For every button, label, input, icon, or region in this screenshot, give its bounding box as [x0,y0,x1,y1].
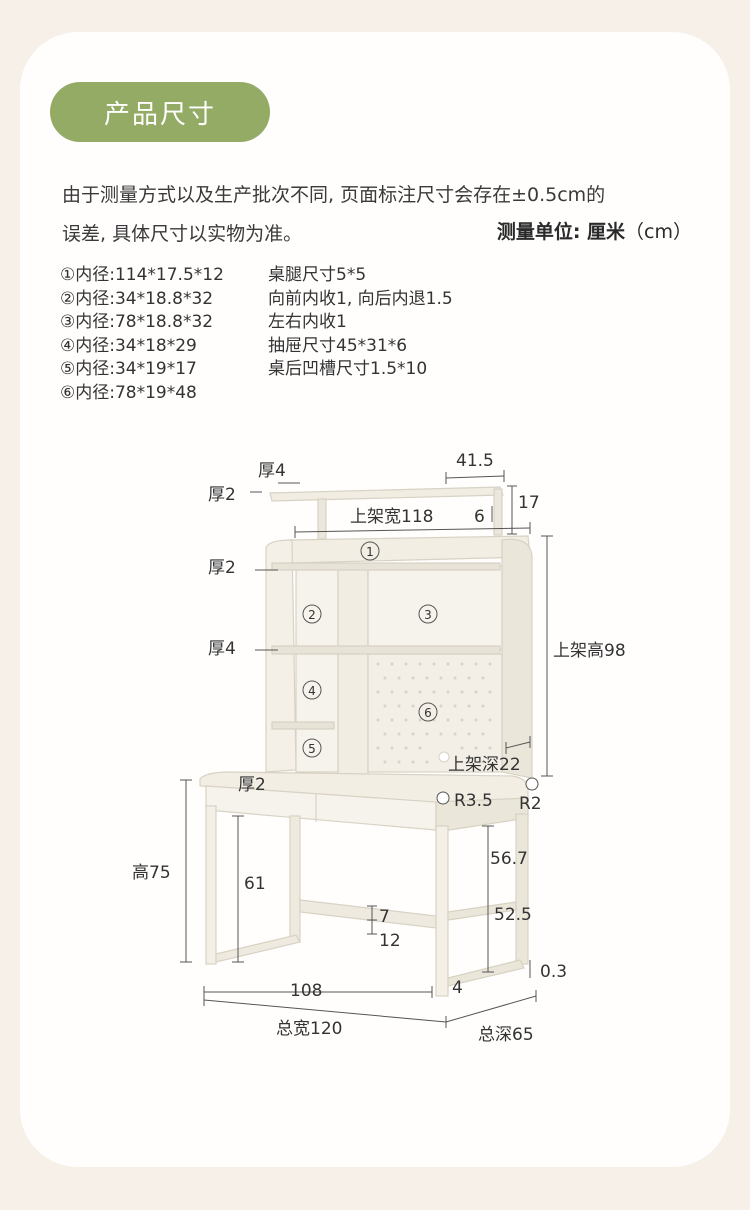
dim-label: 17 [518,493,540,513]
pegboard-holes [376,662,492,764]
spec-item: 左右内收1 [268,312,347,332]
compartment-number: 6 [424,706,432,720]
inner-size-list: ①内径:114*17.5*12 ②内径:34*18.8*32 ③内径:78*18… [60,264,224,405]
spec-item: ④内径:34*18*29 [60,335,197,356]
measurement-unit: 测量单位: 厘米（cm） [497,217,692,244]
dim-label: 108 [290,981,322,1001]
compartment-number: 4 [308,684,316,698]
dim-label: 高75 [132,863,171,883]
dim-label: 厚2 [238,775,266,795]
dim-label: R3.5 [454,791,493,811]
compartment-number: 2 [308,608,316,622]
dim-label: 厚2 [208,485,236,505]
dim-label: 厚4 [208,639,236,659]
spec-item: ⑥内径:78*19*48 [60,382,197,403]
dimension-lines [180,470,553,1028]
dim-label: 厚4 [258,461,286,481]
radius-marker [525,777,539,791]
dim-label: 上架深22 [448,755,521,775]
compartment-number: 3 [424,608,432,622]
desk-illustration [199,486,533,997]
spec-item: 桌腿尺寸5*5 [268,265,367,285]
spec-item: ⑤内径:34*19*17 [60,359,197,379]
dim-label: R2 [519,794,542,814]
spec-item: 抽屉尺寸45*31*6 [268,335,408,356]
spec-item: 桌后凹槽尺寸1.5*10 [268,359,428,379]
dim-label: 7 [379,907,390,927]
unit-label: 测量单位: 厘米 [496,221,626,243]
cable-hole [438,751,450,763]
dim-label: 总深65 [478,1025,534,1045]
spec-item: ③内径:78*18.8*32 [60,312,214,332]
dim-label: 厚2 [208,558,236,578]
dim-label: 上架高98 [553,641,626,661]
dim-label: 总宽120 [276,1019,342,1039]
section-title: 产品尺寸 [50,82,270,142]
description-line-1: 由于测量方式以及生产批次不同, 页面标注尺寸会存在±0.5cm的 [62,184,606,206]
description-line-2: 误差, 具体尺寸以实物为准。 [62,223,303,245]
dim-label: 6 [474,507,485,527]
spec-item: ②内径:34*18.8*32 [60,288,214,309]
dim-label: 61 [244,874,266,894]
spec-item: ①内径:114*17.5*12 [60,265,224,285]
dim-label: 上架宽118 [350,507,433,527]
dim-label: 4 [452,978,463,998]
dim-label: 12 [379,931,401,951]
dim-label: 41.5 [456,451,494,471]
unit-suffix: （cm） [625,221,692,243]
dim-label: 56.7 [490,849,528,869]
dimension-labels: 厚4 厚2 41.5 17 6 上架宽118 厚2 厚4 上架高98 上架深22… [132,451,626,1045]
spec-item: 向前内收1, 向后内退1.5 [268,288,453,309]
radius-marker [436,791,450,805]
dim-label: 52.5 [494,905,532,925]
dim-label: 0.3 [540,962,567,982]
detail-size-list: 桌腿尺寸5*5 向前内收1, 向后内退1.5 左右内收1 抽屉尺寸45*31*6… [268,264,453,382]
compartment-markers: 1 2 3 4 6 5 [302,541,438,758]
compartment-number: 5 [308,742,316,756]
compartment-number: 1 [366,545,374,559]
